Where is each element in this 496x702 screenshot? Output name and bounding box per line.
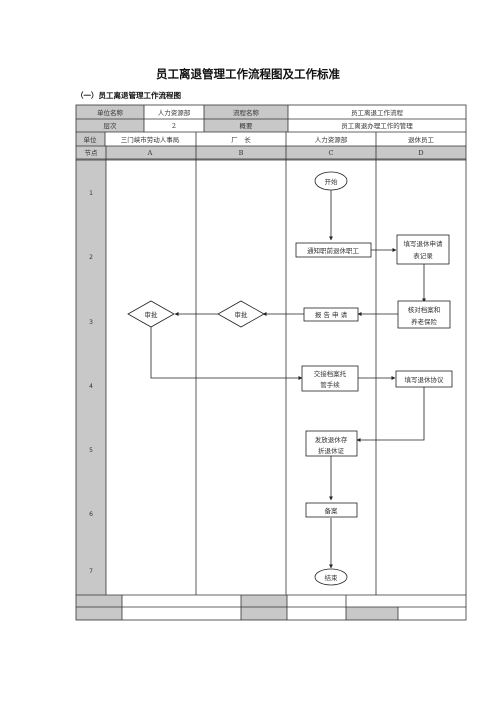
end-label: 结束	[325, 573, 339, 582]
approve-b-label: 审批	[235, 310, 249, 319]
unit-name-label: 单位名称	[97, 108, 124, 117]
verify-box	[397, 300, 451, 329]
archive-box	[305, 502, 358, 518]
footer-cell	[76, 595, 122, 607]
fill-application-label-line1: 填写退休申请	[404, 239, 444, 248]
footer-cell	[241, 607, 287, 620]
verify-label-line1: 核对档案和	[408, 305, 441, 314]
page-title: 员工离退管理工作流程图及工作标准	[156, 67, 340, 81]
fill-agreement-box	[395, 370, 453, 388]
column-a-label: A	[147, 149, 153, 157]
notify-retire-box	[295, 242, 372, 258]
issue-certificate-label-line2: 折退休证	[318, 446, 345, 455]
approve-a-label: 审批	[145, 310, 159, 319]
end-terminal	[314, 568, 348, 586]
process-name-value: 员工离退工作流程	[351, 108, 404, 117]
connector	[150, 327, 303, 380]
row-number: 5	[89, 447, 93, 454]
verify-label-line2: 养老保险	[411, 317, 438, 326]
row-number: 7	[89, 568, 93, 575]
section-subtitle: （一）员工离退管理工作流程图	[76, 91, 181, 100]
unit-label: 单位	[84, 135, 98, 144]
header-cell	[204, 105, 288, 119]
fill-application-box	[396, 234, 450, 265]
submit-label: 报 告 申 请	[315, 310, 348, 319]
unit-name-value: 人力资源部	[158, 108, 191, 117]
fill-application-label-line2: 表记录	[413, 251, 433, 260]
notify-retire-label: 通知职前退休职工	[307, 246, 360, 255]
header-cell	[76, 105, 144, 119]
table-grid	[75, 104, 467, 621]
summary-value: 员工离退办理工作的管理	[341, 121, 413, 130]
row-number-column	[76, 160, 106, 595]
archive-label: 备案	[325, 506, 339, 515]
node-label: 节点	[85, 149, 99, 157]
handover-box	[301, 365, 359, 392]
handover-label-line1: 交接档案托	[314, 369, 347, 378]
approve-a-diamond	[127, 300, 175, 328]
unit-col-c: 人力资源部	[315, 135, 348, 144]
start-label: 开始	[325, 177, 339, 186]
footer-cell	[346, 607, 398, 620]
approve-b-diamond	[217, 300, 265, 328]
unit-col-d: 退休员工	[408, 135, 435, 144]
footer-cell	[241, 595, 287, 607]
handover-label-line2: 管手续	[320, 380, 340, 389]
submit-box	[303, 307, 359, 322]
connector	[356, 387, 425, 442]
header-cell	[76, 146, 466, 159]
process-name-label: 流程名称	[233, 108, 260, 117]
header-table	[76, 105, 466, 620]
unit-col-b: 厂 长	[231, 135, 251, 144]
level-value: 2	[172, 122, 176, 130]
issue-certificate-box	[305, 430, 358, 457]
header-cell	[76, 119, 144, 132]
unit-col-a: 三门峡市劳动人事局	[121, 135, 180, 144]
row-number: 3	[89, 319, 93, 326]
header-cell	[76, 132, 105, 146]
row-number: 4	[89, 383, 93, 390]
header-cell	[204, 119, 288, 132]
column-b-label: B	[239, 149, 244, 157]
level-label: 层次	[104, 121, 118, 130]
row-number: 1	[89, 190, 93, 197]
column-d-label: D	[418, 149, 423, 157]
fill-agreement-label: 填写退休协议	[405, 375, 445, 384]
footer-cell	[76, 607, 122, 620]
start-terminal	[314, 171, 348, 191]
row-number: 6	[89, 511, 93, 518]
issue-certificate-label-line1: 发放退休存	[315, 435, 348, 444]
summary-label: 概要	[240, 121, 254, 130]
row-number: 2	[89, 254, 93, 261]
column-c-label: C	[329, 149, 334, 157]
